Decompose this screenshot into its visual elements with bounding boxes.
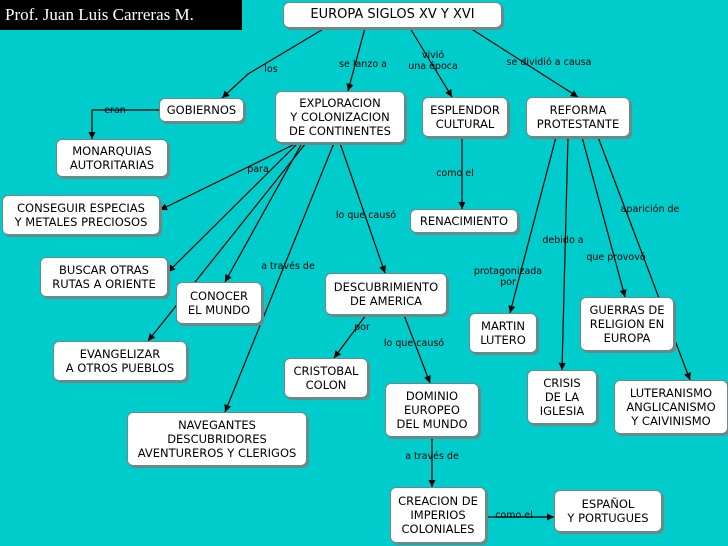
- edge-reforma-crisis: [558, 136, 569, 371]
- link-label-para: para: [247, 164, 269, 175]
- edge-root-esplendor: [409, 27, 453, 98]
- edge-root-los: [221, 27, 326, 99]
- concept-colon: CRISTOBAL COLON: [284, 358, 368, 398]
- edge-exploracion-evangelizar: [147, 142, 307, 342]
- concept-luteranismo: LUTERANISMO ANGLICANISMO Y CAIVINISMO: [614, 380, 728, 434]
- link-label-lo-que-causo-1: lo que causó: [335, 210, 397, 221]
- concept-dominio: DOMINIO EUROPEO DEL MUNDO: [385, 383, 479, 437]
- edge-reforma-luteranismo: [597, 136, 691, 381]
- edge-exploracion-rutas: [167, 142, 299, 273]
- link-label-como-el-2: como el: [495, 510, 533, 521]
- edge-exploracion-descubrimiento: [339, 142, 387, 274]
- edge-exploracion-navegantes: [224, 142, 335, 413]
- concept-descubrimiento: DESCUBRIMIENTO DE AMERICA: [325, 273, 447, 315]
- link-label-protagonizada-por: protagonizada por: [473, 266, 543, 288]
- edge-exploracion-conocer: [224, 142, 303, 283]
- link-label-como-el-1: como el: [436, 168, 474, 179]
- concept-lutero: MARTIN LUTERO: [469, 313, 537, 353]
- concept-europa: EUROPA SIGLOS XV Y XVI: [283, 2, 502, 28]
- concept-imperios: CREACION DE IMPERIOS COLONIALES: [390, 487, 486, 543]
- edge-reforma-lutero: [508, 136, 557, 314]
- concept-evangelizar: EVANGELIZAR A OTROS PUEBLOS: [53, 341, 187, 381]
- link-label-debido-a: debido a: [542, 235, 584, 246]
- link-label-por: por: [354, 322, 370, 333]
- concept-renacimiento: RENACIMIENTO: [410, 209, 518, 233]
- concept-crisis: CRISIS DE LA IGLESIA: [527, 370, 597, 424]
- concept-esplendor: ESPLENDOR CULTURAL: [422, 97, 508, 137]
- link-label-se-dividio: se dividió a causa: [506, 57, 592, 68]
- concept-conocer: CONOCER EL MUNDO: [176, 282, 262, 324]
- link-label-a-traves-de-1: a través de: [261, 261, 315, 272]
- concept-navegantes: NAVEGANTES DESCUBRIDORES AVENTUREROS Y C…: [127, 412, 307, 466]
- concept-espanol: ESPAÑOL Y PORTUGUES: [554, 490, 662, 532]
- link-label-se-lanzo: se lanzo a: [339, 59, 387, 70]
- link-label-aparicion-de: aparición de: [620, 204, 680, 215]
- concept-guerras: GUERRAS DE RELIGION EN EUROPA: [580, 297, 674, 351]
- edge-descubrimiento-colon: [333, 314, 367, 359]
- concept-reforma: REFORMA PROTESTANTE: [526, 97, 630, 137]
- edge-root-reforma: [469, 27, 579, 98]
- concept-exploracion: EXPLORACION Y COLONIZACION DE CONTINENTE…: [275, 91, 405, 143]
- edge-reforma-guerras: [581, 136, 627, 298]
- edge-descubrimiento-dominio: [403, 314, 431, 384]
- link-label-eran: eran: [104, 105, 126, 116]
- link-label-lo-que-causo-2: lo que causó: [383, 338, 445, 349]
- link-label-vivio: vivió una época: [408, 50, 458, 72]
- link-label-los: los: [264, 64, 278, 75]
- edge-exploracion-especias: [159, 142, 298, 211]
- concept-gobiernos: GOBIERNOS: [159, 98, 244, 122]
- edge-root-exploracion: [346, 27, 366, 92]
- link-label-que-provovo: que provovó: [586, 252, 646, 263]
- concept-especias: CONSEGUIR ESPECIAS Y METALES PRECIOSOS: [2, 195, 160, 235]
- author-credit: Prof. Juan Luis Carreras M.: [0, 0, 242, 30]
- link-label-a-traves-de-2: a través de: [405, 451, 459, 462]
- concept-rutas: BUSCAR OTRAS RUTAS A ORIENTE: [40, 257, 168, 297]
- concept-monarquias: MONARQUIAS AUTORITARIAS: [56, 139, 168, 177]
- edge-gobiernos-monarquias: [88, 109, 159, 139]
